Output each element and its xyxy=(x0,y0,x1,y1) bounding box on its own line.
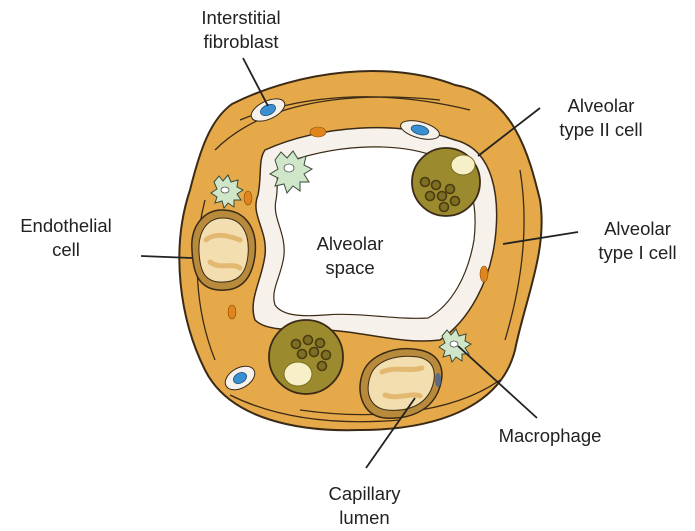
label-interstitial-fibroblast: Interstitial fibroblast xyxy=(186,6,296,54)
capillary-left xyxy=(192,210,256,290)
label-line: Alveolar xyxy=(536,94,666,118)
label-macrophage: Macrophage xyxy=(480,424,620,448)
label-line: Alveolar xyxy=(580,217,695,241)
type1-nucleus xyxy=(310,127,326,137)
label-line: type II cell xyxy=(536,118,666,142)
label-line: fibroblast xyxy=(186,30,296,54)
type2-cell-lower xyxy=(269,320,343,394)
label-alveolar-type2: Alveolar type II cell xyxy=(536,94,666,142)
label-alveolar-type1: Alveolar type I cell xyxy=(580,217,695,265)
type1-nucleus xyxy=(228,305,236,319)
label-line: Alveolar xyxy=(300,232,400,256)
label-line: Capillary xyxy=(312,482,417,506)
label-line: Endothelial xyxy=(6,214,126,238)
label-line: lumen xyxy=(312,506,417,530)
label-alveolar-space: Alveolar space xyxy=(300,232,400,280)
label-capillary-lumen: Capillary lumen xyxy=(312,482,417,530)
label-line: Macrophage xyxy=(480,424,620,448)
label-endothelial: Endothelial cell xyxy=(6,214,126,262)
type1-nucleus xyxy=(244,191,252,205)
label-line: Interstitial xyxy=(186,6,296,30)
type1-nucleus xyxy=(480,266,488,282)
label-line: space xyxy=(300,256,400,280)
type2-cell-upper xyxy=(412,148,480,216)
label-line: cell xyxy=(6,238,126,262)
label-line: type I cell xyxy=(580,241,695,265)
